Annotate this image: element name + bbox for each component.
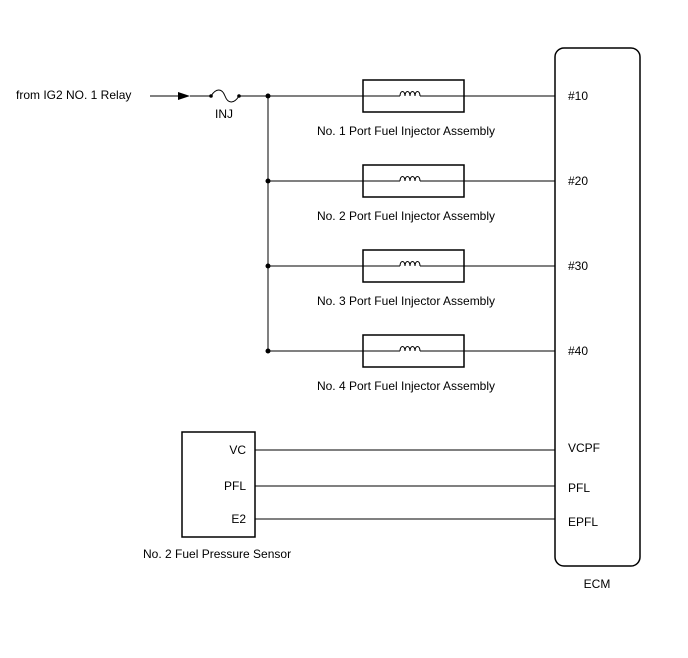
injector-2-label: No. 2 Port Fuel Injector Assembly — [317, 209, 495, 223]
injector-row-3: No. 3 Port Fuel Injector Assembly #30 — [265, 249, 588, 308]
injector-group: No. 1 Port Fuel Injector Assembly#10No. … — [265, 79, 588, 393]
fuel-pressure-sensor-box — [181, 431, 256, 538]
sensor-pin-row-3: E2 EPFL — [231, 512, 598, 529]
ecm-sensor-terminal: EPFL — [568, 515, 598, 529]
sensor-pin-label: E2 — [231, 512, 246, 526]
ecm-terminal-1: #10 — [568, 89, 588, 103]
coil-icon — [399, 261, 421, 267]
injector-3-label: No. 3 Port Fuel Injector Assembly — [317, 294, 495, 308]
sensor-pin-row-2: PFL PFL — [224, 479, 590, 495]
fuse-label: INJ — [215, 107, 233, 121]
injector-1-label: No. 1 Port Fuel Injector Assembly — [317, 124, 495, 138]
fuse-terminal-right — [237, 94, 241, 98]
coil-icon — [399, 346, 421, 352]
injector-row-4: No. 4 Port Fuel Injector Assembly #40 — [265, 334, 588, 393]
fuel-pressure-sensor-label: No. 2 Fuel Pressure Sensor — [143, 547, 291, 561]
sensor-pin-row-1: VC VCPF — [229, 441, 600, 457]
fuse-terminal-left — [209, 94, 213, 98]
source-arrow-icon — [178, 92, 190, 100]
coil-icon — [399, 91, 421, 97]
injector-row-1: No. 1 Port Fuel Injector Assembly #10 — [265, 79, 588, 138]
fuse-icon — [207, 89, 241, 103]
ecm-box — [554, 47, 641, 567]
ecm-terminal-4: #40 — [568, 344, 588, 358]
injector-4-label: No. 4 Port Fuel Injector Assembly — [317, 379, 495, 393]
ecm-sensor-terminal: PFL — [568, 481, 590, 495]
ecm-terminal-3: #30 — [568, 259, 588, 273]
coil-icon — [399, 176, 421, 182]
ecm-terminal-2: #20 — [568, 174, 588, 188]
ecm-sensor-terminal: VCPF — [568, 441, 600, 455]
sensor-pin-label: PFL — [224, 479, 246, 493]
source-label: from IG2 NO. 1 Relay — [16, 88, 131, 102]
ecm-label: ECM — [584, 577, 611, 591]
sensor-pin-label: VC — [229, 443, 246, 457]
injector-row-2: No. 2 Port Fuel Injector Assembly #20 — [265, 164, 588, 223]
sensor-wires-group: VC VCPF PFL PFL E2 EPFL — [224, 441, 600, 529]
